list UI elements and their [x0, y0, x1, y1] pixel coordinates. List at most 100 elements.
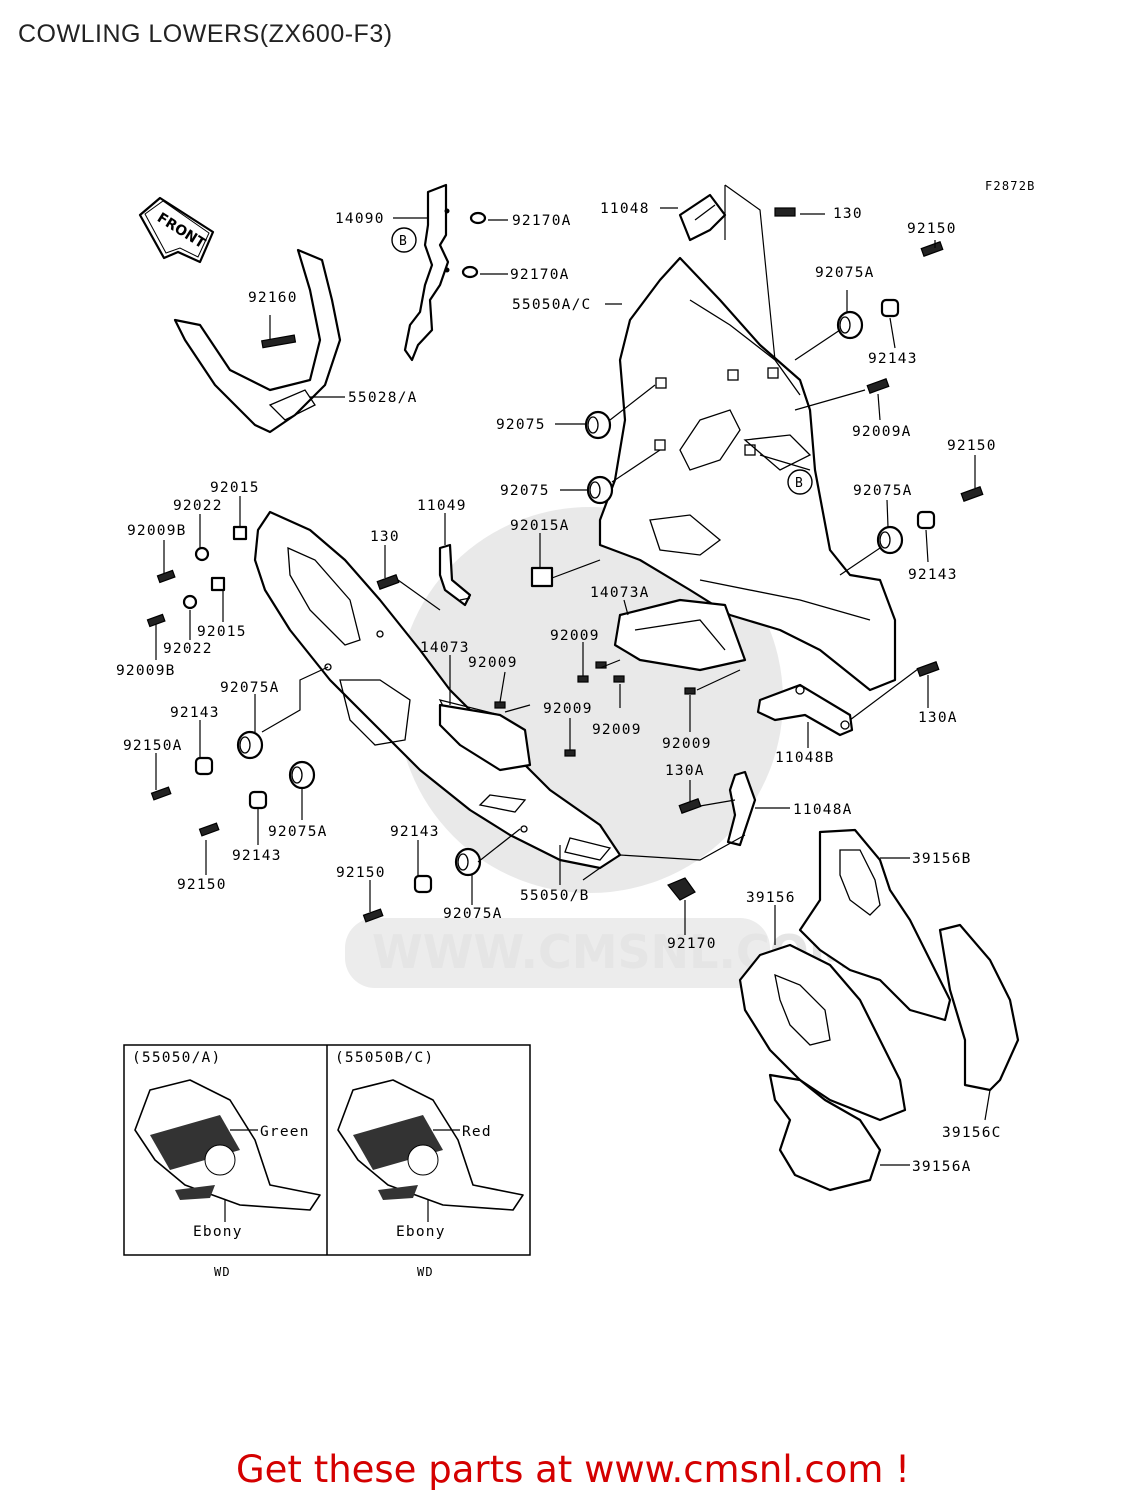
part-labels: 14090 92170A 92170A 11048 130 92150 5505…	[116, 201, 1002, 1175]
grommet-92075-1	[584, 410, 612, 440]
grommet-92075A-5	[454, 847, 482, 877]
grommet-92075A-4	[288, 760, 316, 790]
color-variant-table: (55050/A) Green Ebony WD (55050B/C) Red …	[123, 1044, 531, 1279]
collar-92143-2	[916, 510, 936, 530]
label-11049: 11049	[417, 498, 467, 514]
part-11049	[438, 543, 472, 607]
label-130A: 130A	[665, 763, 705, 779]
collar-92143-3	[194, 756, 214, 776]
variant-55050A: (55050/A) Green Ebony WD	[132, 1050, 321, 1279]
variant-base-color: Ebony	[193, 1224, 243, 1240]
label-92009: 92009	[468, 655, 518, 671]
part-39156C	[938, 923, 1020, 1092]
bolt-92009B-1	[156, 569, 176, 584]
label-39156: 39156	[746, 890, 796, 906]
callout-b-1: B	[391, 227, 417, 253]
bolt-92009B-2	[146, 613, 166, 628]
variant-code: WD	[214, 1265, 231, 1279]
variant-header: (55050/A)	[132, 1050, 221, 1066]
label-92170A: 92170A	[510, 267, 570, 283]
variant-header: (55050B/C)	[335, 1050, 434, 1066]
label-55028A: 55028/A	[348, 390, 418, 406]
page-title: COWLING LOWERS(ZX600-F3)	[18, 20, 393, 48]
label-92143: 92143	[868, 351, 918, 367]
label-39156A: 39156A	[912, 1159, 972, 1175]
svg-text:B: B	[399, 234, 408, 249]
bolt-92150-4	[362, 908, 384, 923]
label-92150A: 92150A	[123, 738, 183, 754]
label-92143: 92143	[170, 705, 220, 721]
label-130A: 130A	[918, 710, 958, 726]
collar-92143-5	[413, 874, 433, 894]
label-92075A: 92075A	[220, 680, 280, 696]
part-11048	[678, 193, 727, 242]
label-92015A: 92015A	[510, 518, 570, 534]
label-92009B: 92009B	[116, 663, 176, 679]
label-92150: 92150	[907, 221, 957, 237]
bolt-130-mid	[376, 574, 400, 590]
label-92150: 92150	[947, 438, 997, 454]
collar-92015	[210, 525, 248, 592]
label-11048: 11048	[600, 201, 650, 217]
variant-code: WD	[417, 1265, 434, 1279]
collar-92143-4	[248, 790, 268, 810]
variant-55050BC: (55050B/C) Red Ebony WD	[335, 1050, 524, 1279]
label-92015: 92015	[210, 480, 260, 496]
label-11048B: 11048B	[775, 750, 835, 766]
figure-code: F2872B	[985, 179, 1036, 193]
label-92022: 92022	[163, 641, 213, 657]
label-92170A: 92170A	[512, 213, 572, 229]
part-14090	[403, 183, 450, 362]
part-11048A	[726, 770, 757, 847]
label-14073: 14073	[420, 640, 470, 656]
label-55050B: 55050/B	[520, 888, 590, 904]
bolt-92150A	[150, 786, 172, 801]
label-92009: 92009	[543, 701, 593, 717]
label-39156B: 39156B	[912, 851, 972, 867]
bolt-92150-2	[960, 486, 984, 502]
label-14073A: 14073A	[590, 585, 650, 601]
label-92009: 92009	[592, 722, 642, 738]
grommet-92075A-3	[236, 730, 264, 760]
label-92009: 92009	[662, 736, 712, 752]
label-92143: 92143	[232, 848, 282, 864]
bolt-130A-right	[916, 661, 940, 677]
label-92009A: 92009A	[852, 424, 912, 440]
label-92160: 92160	[248, 290, 298, 306]
label-11048A: 11048A	[793, 802, 853, 818]
bolt-92150-3	[198, 822, 220, 837]
part-92170	[667, 877, 696, 901]
label-92009: 92009	[550, 628, 600, 644]
part-39156	[738, 943, 907, 1122]
svg-text:B: B	[795, 476, 804, 491]
collar-92143-1	[880, 298, 900, 318]
label-92075A: 92075A	[443, 906, 503, 922]
grommet-92075A-2	[876, 525, 904, 555]
label-92150: 92150	[336, 865, 386, 881]
label-92075A: 92075A	[268, 824, 328, 840]
part-39156B	[798, 828, 952, 1022]
label-39156C: 39156C	[942, 1125, 1002, 1141]
label-92075: 92075	[496, 417, 546, 433]
label-92170: 92170	[667, 936, 717, 952]
label-92143: 92143	[390, 824, 440, 840]
label-55050A-C: 55050A/C	[512, 297, 591, 313]
label-130: 130	[833, 206, 863, 222]
variant-stripe-color: Green	[260, 1124, 310, 1140]
clips-92170A	[461, 211, 487, 279]
bolt-130-top	[774, 207, 796, 217]
label-92075A: 92075A	[815, 265, 875, 281]
variant-stripe-color: Red	[462, 1124, 492, 1140]
part-55050AC	[598, 256, 897, 692]
bolt-92150-top	[920, 241, 944, 257]
callout-b-2: B	[787, 469, 813, 495]
label-92143: 92143	[908, 567, 958, 583]
grommet-92075-2	[586, 475, 614, 505]
bolt-92009A	[866, 378, 890, 394]
label-92022: 92022	[173, 498, 223, 514]
shop-link-banner[interactable]: Get these parts at www.cmsnl.com !	[235, 1448, 910, 1491]
part-11048B	[756, 683, 854, 737]
part-14073A	[613, 598, 747, 672]
label-92075A: 92075A	[853, 483, 913, 499]
